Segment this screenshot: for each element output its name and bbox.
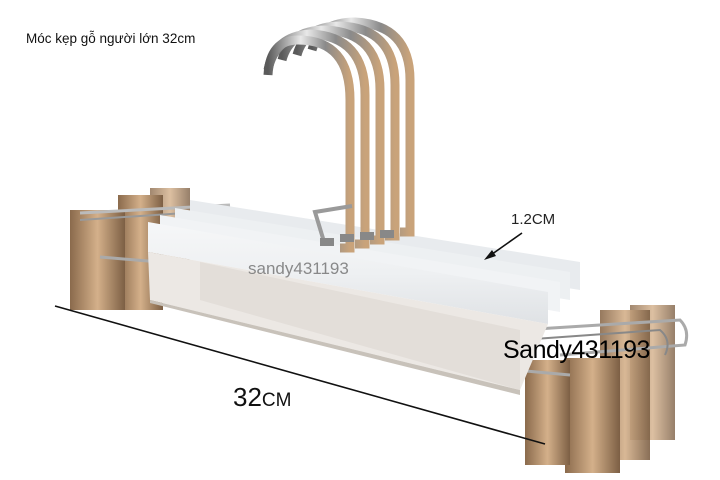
watermark-right: Sandy431193 xyxy=(503,336,650,364)
product-title: Móc kẹp gỗ người lớn 32cm xyxy=(26,31,196,46)
length-label: 32CM xyxy=(233,382,291,413)
right-clips xyxy=(514,305,689,473)
length-value: 32 xyxy=(233,382,262,412)
length-unit: CM xyxy=(261,390,292,411)
watermark-center: sandy431193 xyxy=(248,259,349,278)
wooden-bars xyxy=(148,200,580,395)
chrome-hooks xyxy=(263,17,415,253)
length-dimension-line xyxy=(54,305,546,445)
thickness-label: 1.2CM xyxy=(511,211,556,228)
thickness-arrow xyxy=(484,232,523,260)
